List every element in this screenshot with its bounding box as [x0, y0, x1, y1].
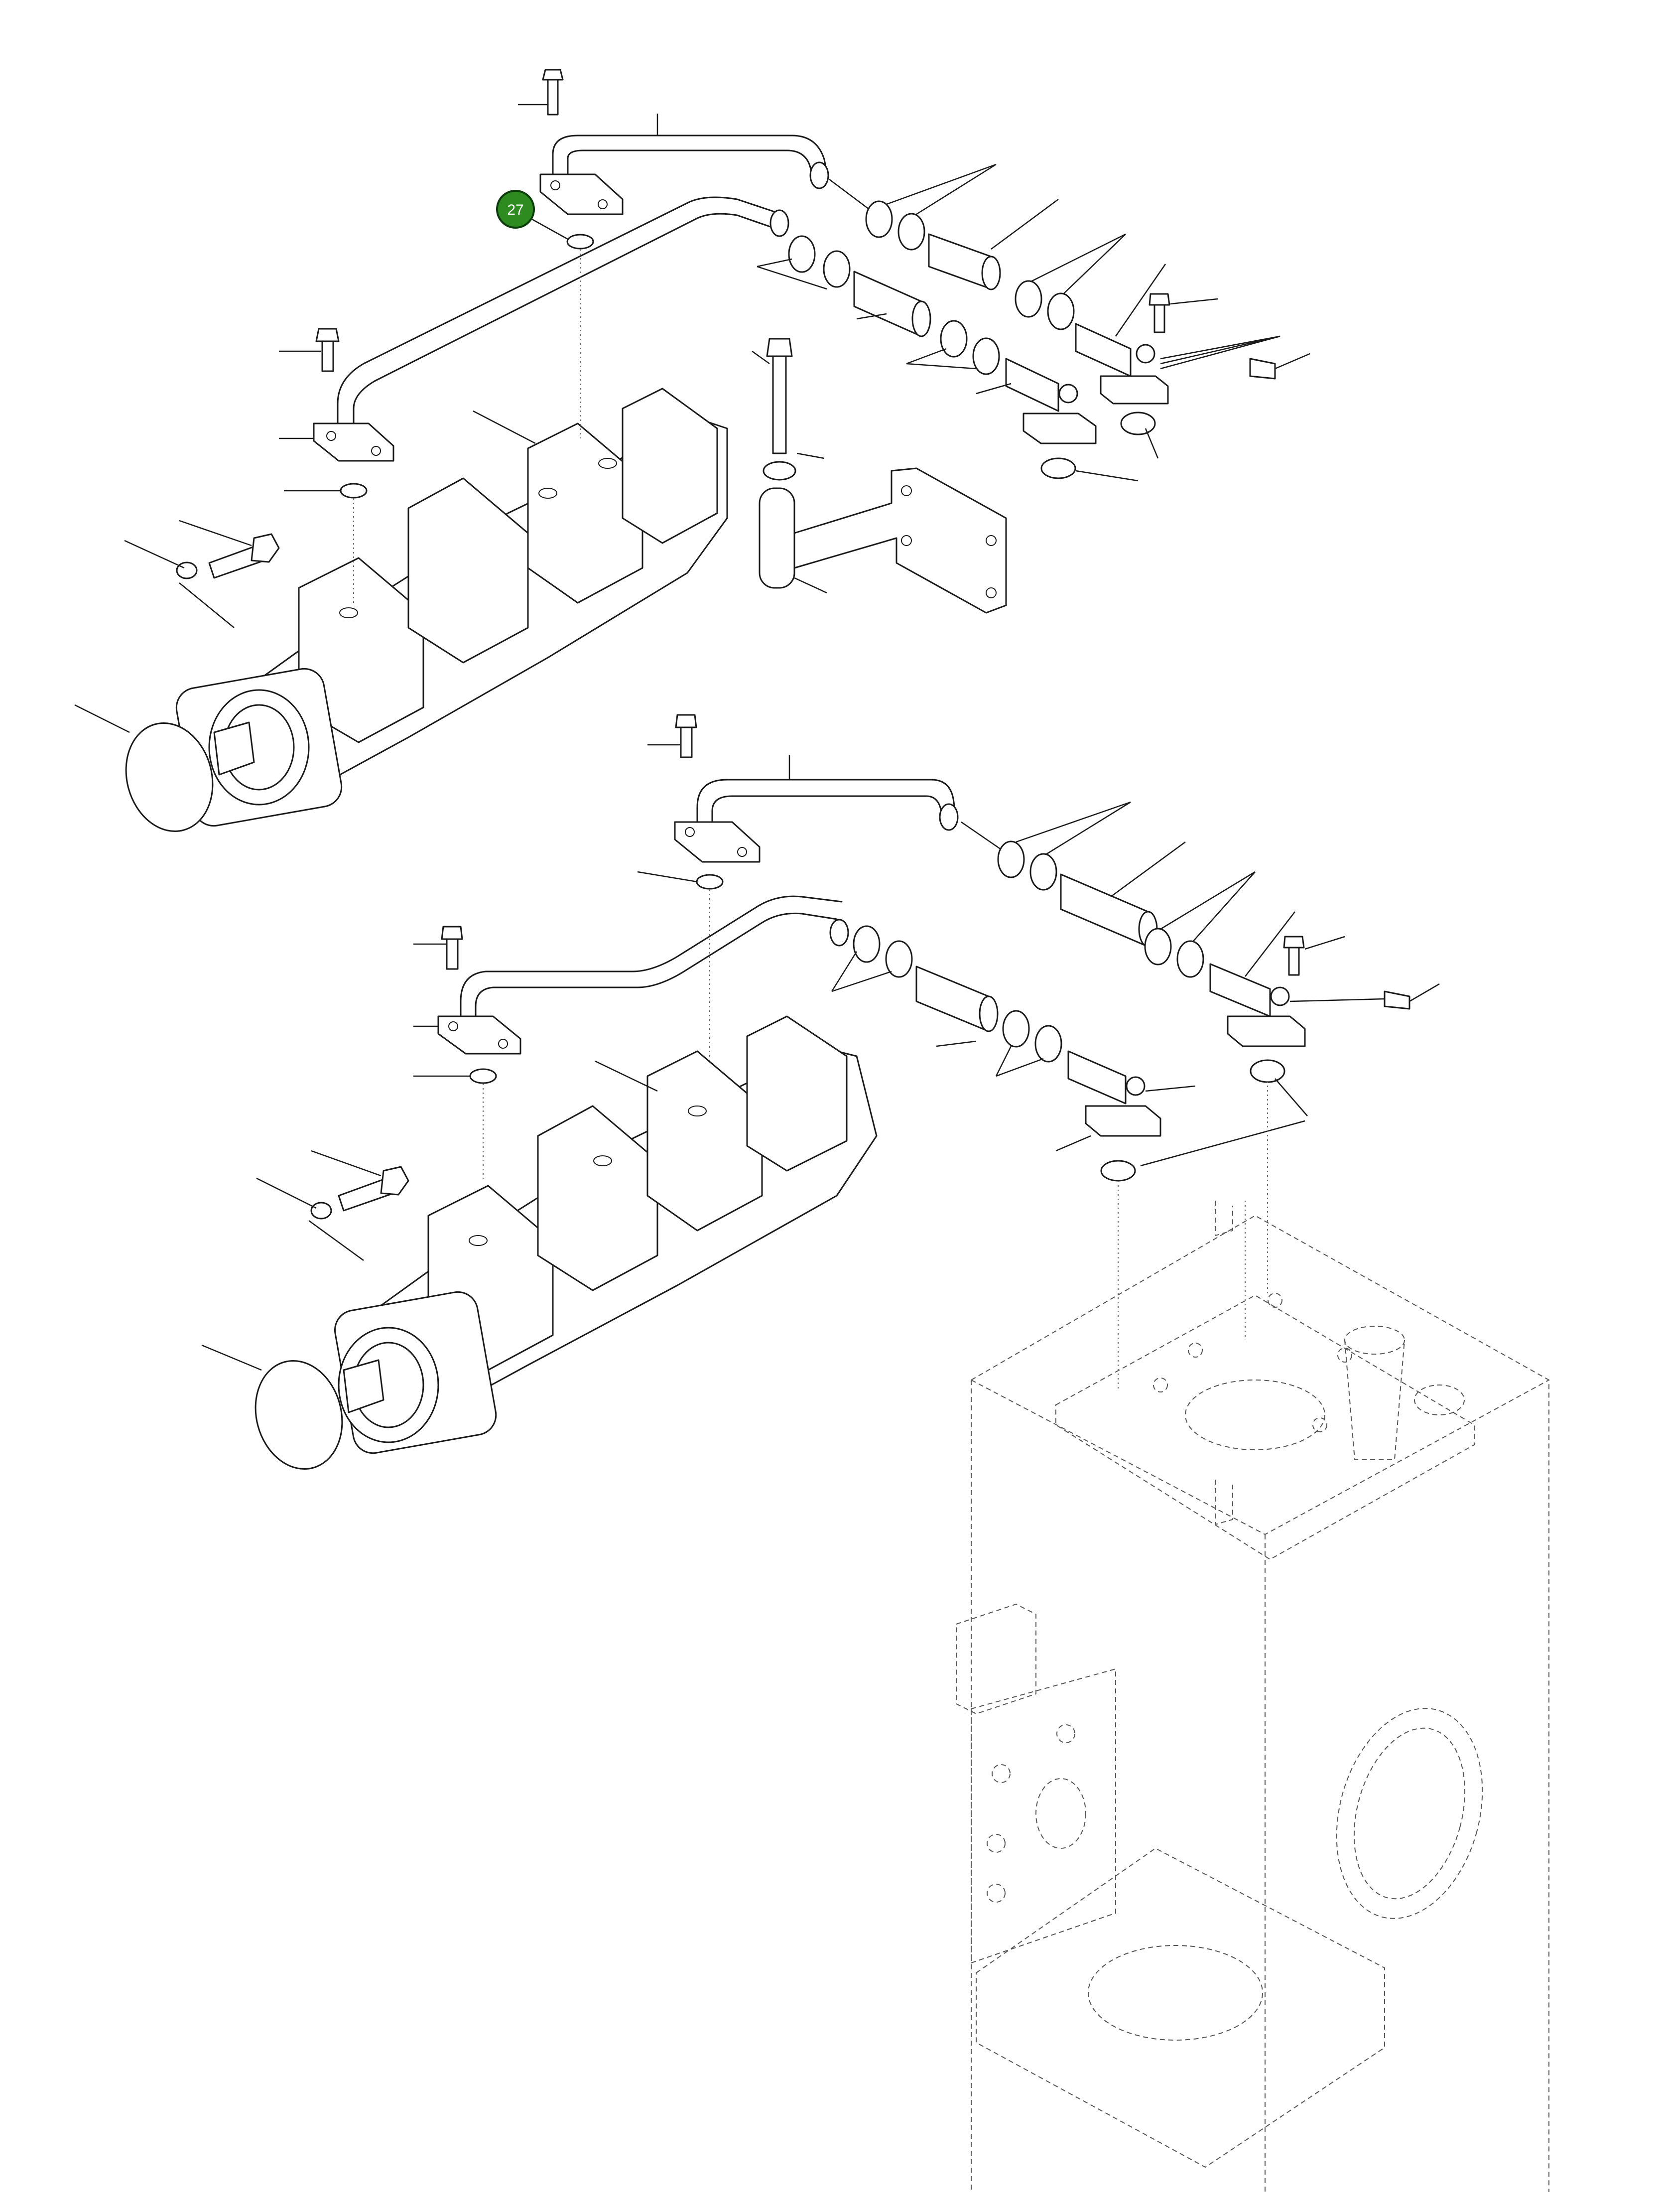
upper-mounting-bracket — [752, 338, 1007, 614]
lower-assembly — [201, 714, 1440, 1470]
upper-hydraulic-pump — [74, 388, 728, 832]
upper-hose-set-1 — [829, 163, 1310, 459]
lower-top-tube — [637, 714, 959, 890]
lower-long-tube — [413, 895, 849, 1084]
callout-27-label: 27 — [507, 202, 523, 218]
upper-top-tube — [518, 69, 829, 250]
hydraulic-tank — [956, 1081, 1549, 2192]
upper-long-tube — [279, 196, 789, 499]
callout-27[interactable]: 27 — [496, 190, 568, 240]
lower-hydraulic-pump — [201, 1015, 878, 1470]
lower-hose-set-2 — [831, 925, 1305, 1182]
lower-hose-set-1 — [961, 801, 1440, 1116]
upper-hose-set-2 — [757, 235, 1139, 482]
upper-assembly — [74, 69, 1310, 832]
